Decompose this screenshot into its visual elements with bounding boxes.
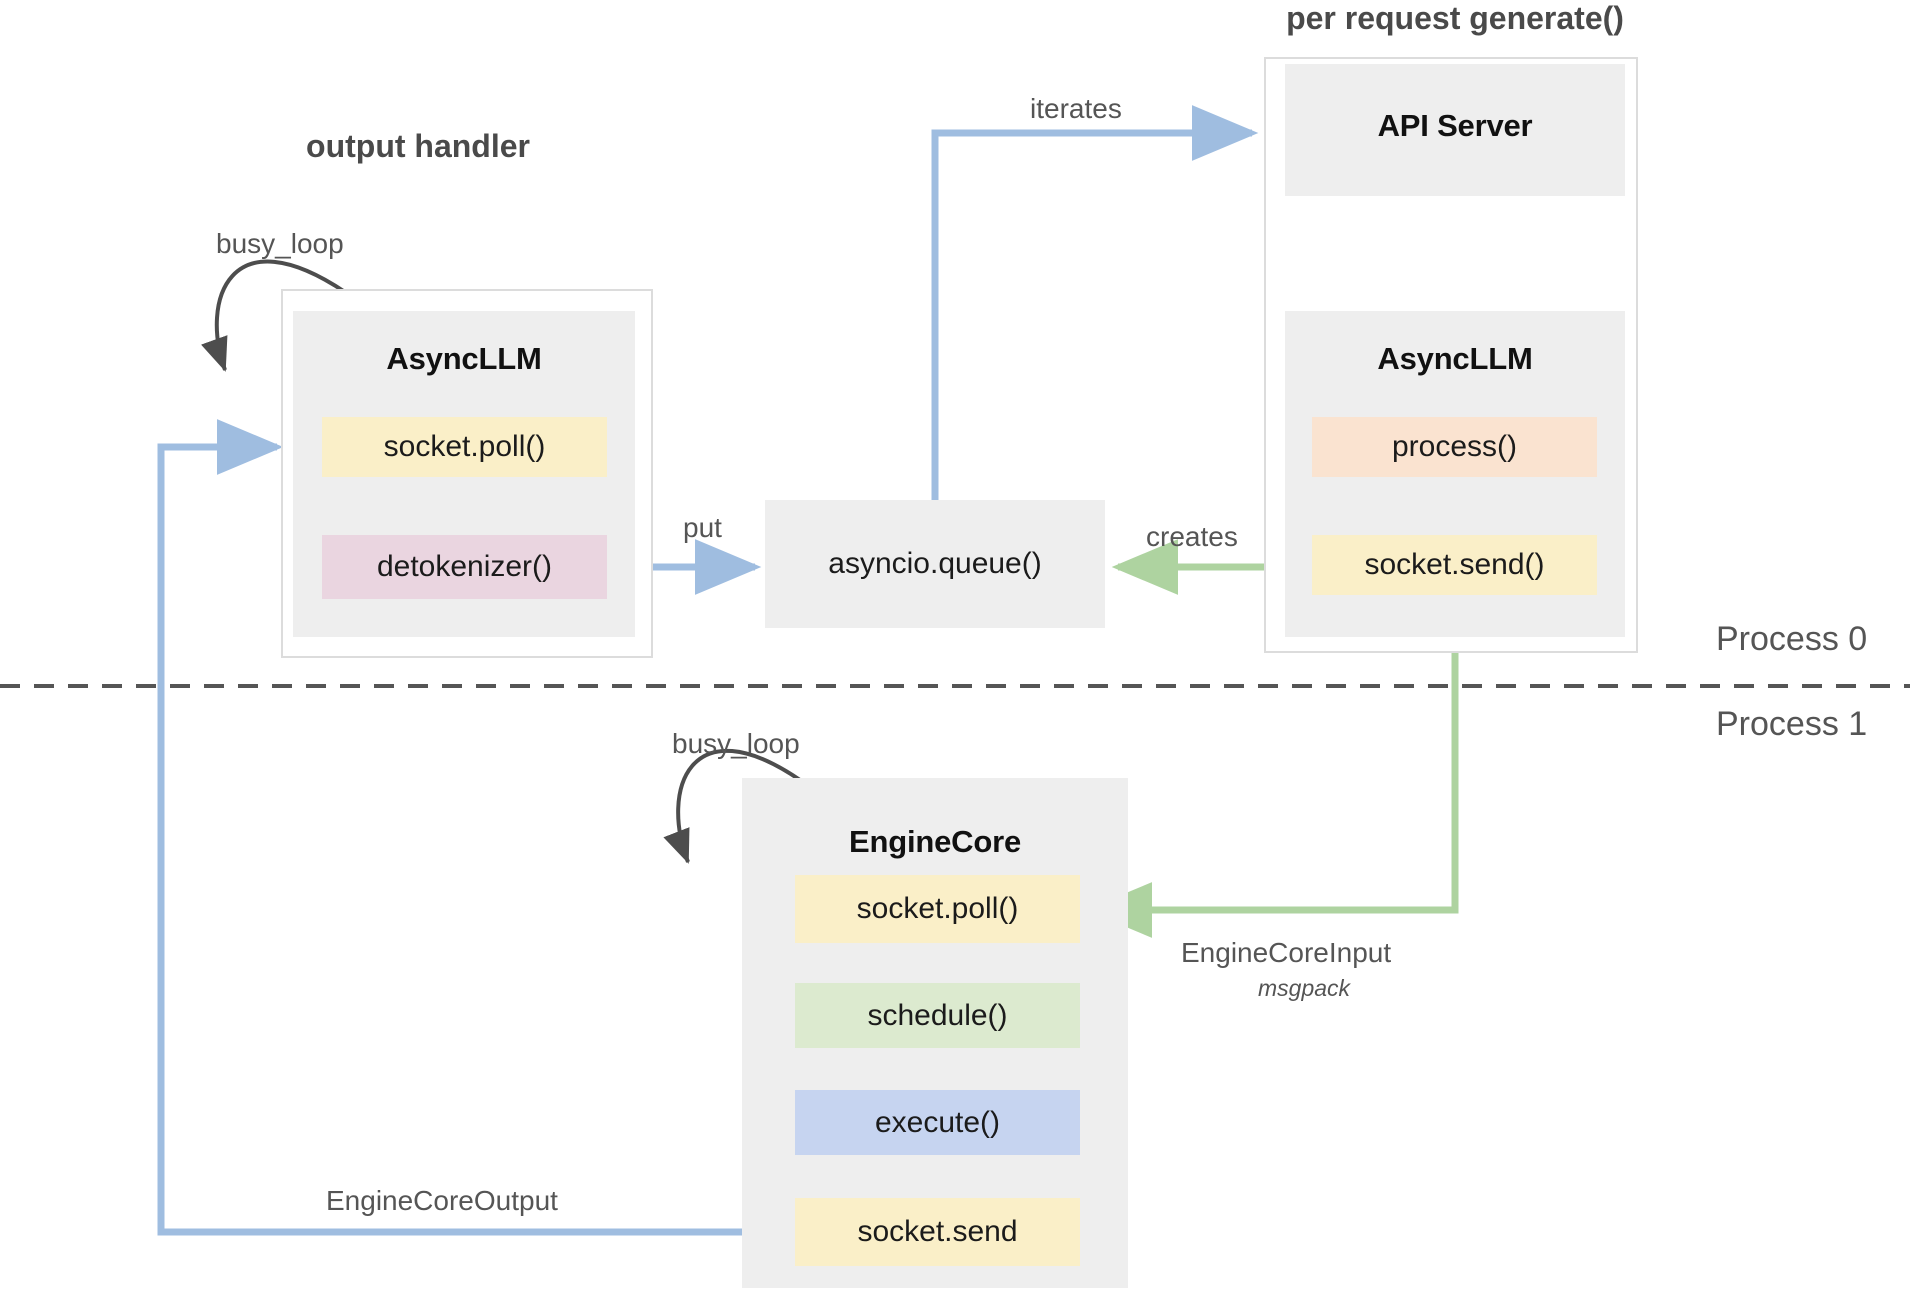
asyncllm-process-box[interactable]: process()	[1312, 417, 1597, 477]
asyncio-queue-box[interactable]: asyncio.queue()	[765, 500, 1105, 628]
iterates-arrow	[931, 105, 1259, 500]
iterates-label: iterates	[1030, 93, 1122, 124]
engine-core-socket-send-box[interactable]: socket.send	[795, 1198, 1080, 1266]
engine-core-execute-label: execute()	[874, 1105, 1001, 1139]
asyncllm-socket-poll-box[interactable]: socket.poll()	[322, 417, 607, 477]
asyncllm-socket-poll-label: socket.poll()	[383, 430, 546, 463]
engine-core-input-sublabel: msgpack	[1258, 975, 1351, 1001]
asyncllm-detokenizer-label: detokenizer()	[376, 550, 553, 583]
engine-core-output-label: EngineCoreOutput	[326, 1185, 558, 1216]
asyncio-queue-label: asyncio.queue()	[828, 547, 1042, 580]
engine-core-execute-box[interactable]: execute()	[795, 1090, 1080, 1155]
engine-core-socket-poll-box[interactable]: socket.poll()	[795, 875, 1080, 943]
engine-core-socket-poll-label: socket.poll()	[856, 892, 1019, 925]
asyncllm-output-handler-title: AsyncLLM	[386, 341, 542, 376]
asyncllm-per-request-title: AsyncLLM	[1377, 341, 1533, 376]
per-request-title: per request generate()	[1286, 0, 1624, 36]
api-server-box[interactable]: API Server	[1285, 64, 1625, 196]
engine-core-title: EngineCore	[849, 824, 1021, 859]
busy-loop-label-top: busy_loop	[216, 228, 344, 259]
engine-core-input-label: EngineCoreInput	[1181, 937, 1392, 968]
asyncllm-detokenizer-box[interactable]: detokenizer()	[322, 535, 607, 599]
asyncllm-socket-send-box[interactable]: socket.send()	[1312, 535, 1597, 595]
process-1-label: Process 1	[1716, 705, 1868, 743]
busy-loop-label-bottom: busy_loop	[672, 728, 800, 759]
asyncllm-socket-send-label: socket.send()	[1364, 548, 1545, 581]
engine-core-schedule-box[interactable]: schedule()	[795, 983, 1080, 1048]
api-server-title: API Server	[1377, 108, 1533, 143]
creates-label: creates	[1146, 521, 1238, 552]
put-label: put	[683, 512, 722, 543]
process-0-label: Process 0	[1716, 620, 1868, 658]
asyncllm-process-label: process()	[1391, 430, 1518, 463]
engine-core-socket-send-label: socket.send	[857, 1215, 1018, 1248]
output-handler-title: output handler	[306, 128, 530, 164]
engine-core-schedule-label: schedule()	[867, 998, 1008, 1032]
